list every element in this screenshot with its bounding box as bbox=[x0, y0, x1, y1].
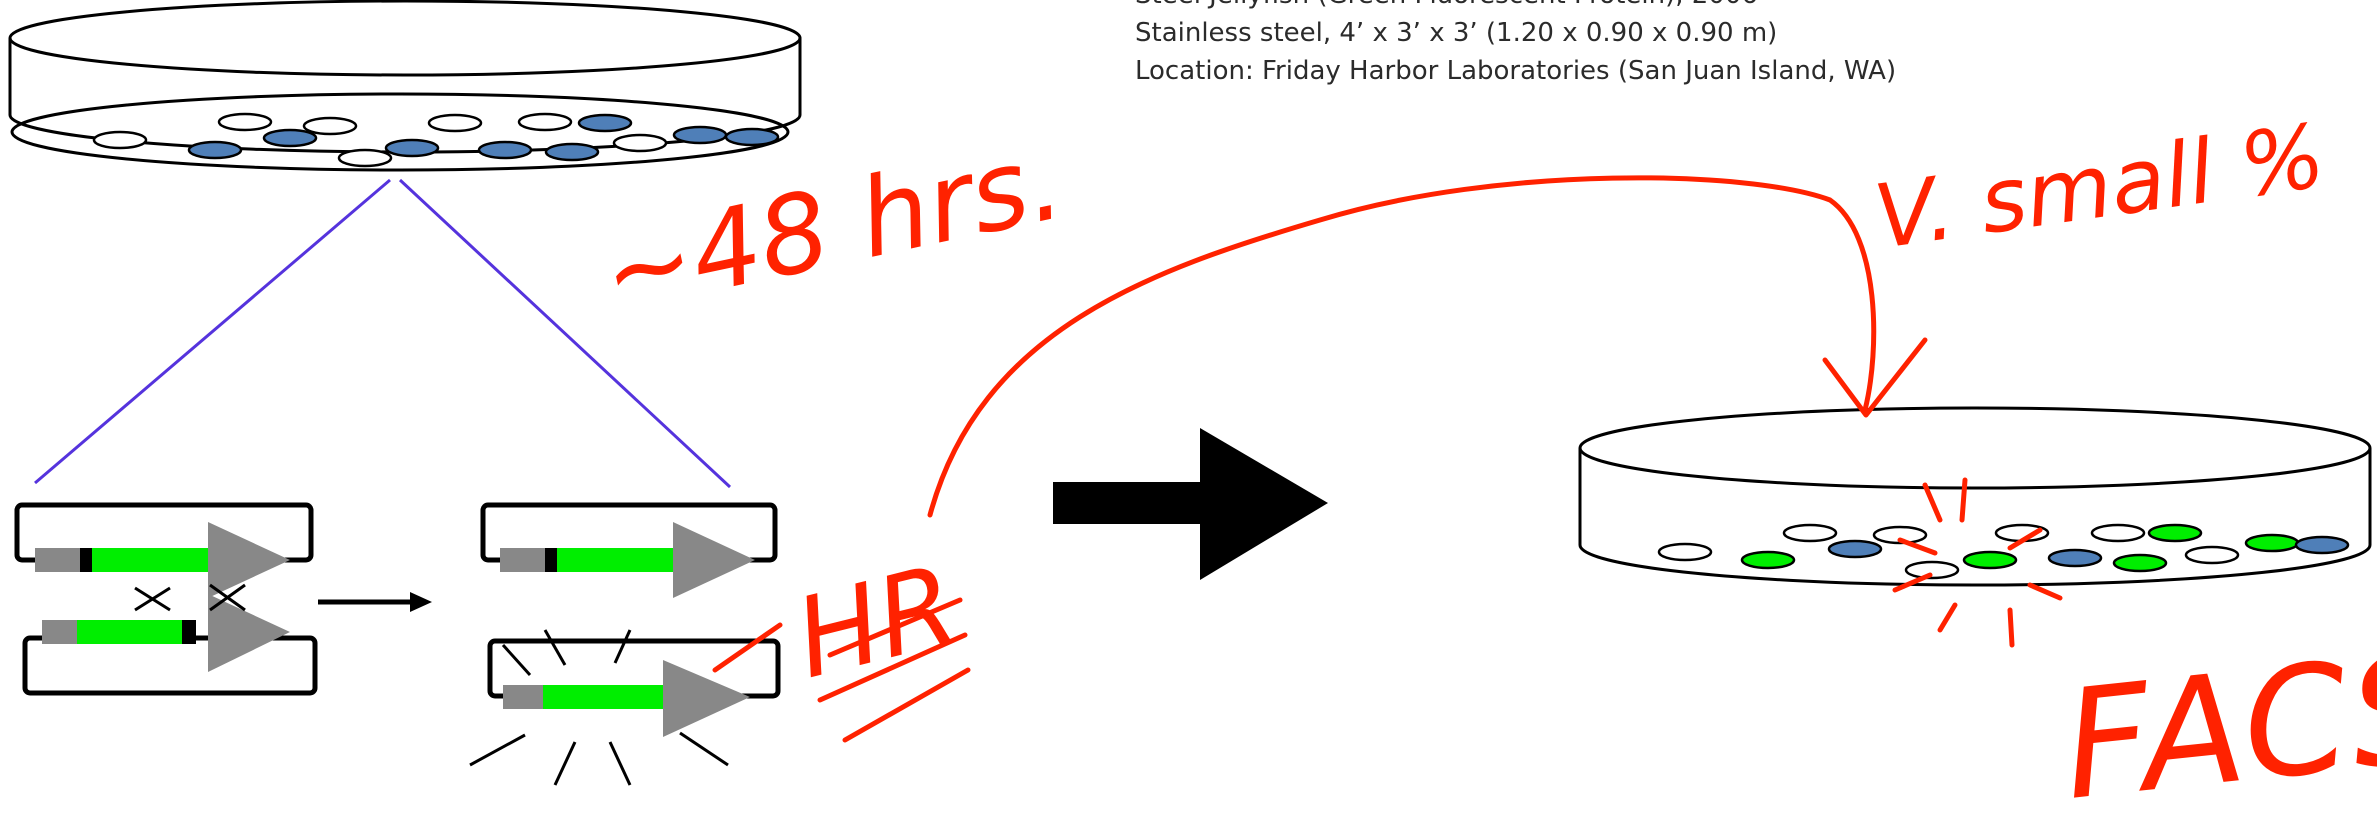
recombination-arrow bbox=[318, 592, 432, 612]
curve-arrowhead bbox=[1822, 337, 1928, 418]
cell-population-initial bbox=[92, 112, 780, 168]
caption-line-title: Steel Jellyfish (Green Fluorescent Prote… bbox=[1135, 0, 1758, 10]
gfp-cassette-top bbox=[35, 522, 290, 598]
hr-to-dish-curve bbox=[927, 175, 1877, 518]
petri-dish-result bbox=[1578, 406, 2372, 587]
plasmid-pair-after bbox=[469, 502, 781, 786]
small-percent-annotation: V. small % bbox=[1869, 104, 2331, 269]
gfp-cassette-broken bbox=[500, 522, 755, 598]
selection-burst bbox=[1892, 477, 2063, 648]
crossover-marks bbox=[134, 583, 246, 612]
plasmid-pair-before bbox=[14, 502, 318, 696]
cell-population-result bbox=[1657, 523, 2350, 580]
time-annotation: ~48 hrs. bbox=[591, 118, 1073, 337]
caption-line-material: Stainless steel, 4’ x 3’ x 3’ (1.20 x 0.… bbox=[1135, 18, 1778, 48]
hr-hatch-marks bbox=[712, 597, 971, 743]
annotation-marks bbox=[712, 175, 2063, 743]
facs-annotation: FACS bbox=[2056, 621, 2377, 820]
gfp-cassette-bottom bbox=[42, 594, 290, 672]
process-arrow bbox=[1053, 428, 1328, 580]
hr-annotation: HR bbox=[783, 541, 968, 704]
zoom-lines bbox=[34, 178, 732, 489]
caption-line-location: Location: Friday Harbor Laboratories (Sa… bbox=[1135, 56, 1897, 86]
gfp-cassette-restored bbox=[503, 660, 750, 737]
fluorescence-rays bbox=[469, 629, 729, 786]
